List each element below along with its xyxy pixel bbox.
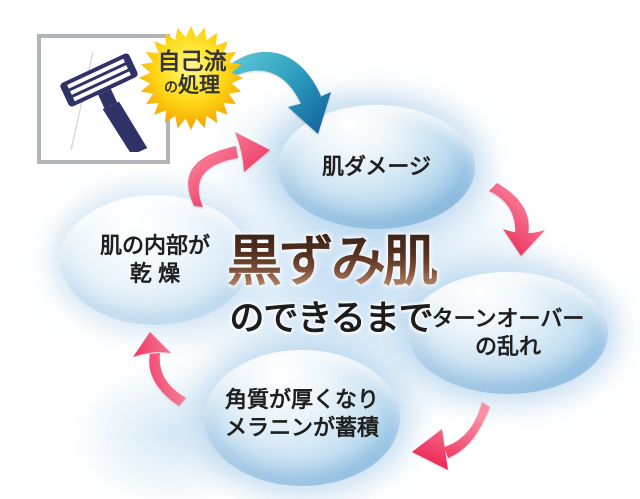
node-label: 肌の内部が <box>99 233 210 258</box>
title-main: 黒ずみ肌 <box>216 234 446 289</box>
burst-label-line2: の処理 <box>164 74 220 97</box>
node-keratin-melanin: 角質が厚くなり メラニンが蓄積 <box>204 350 400 486</box>
pink-curved-arrow-keratin-to-dryness <box>133 332 186 406</box>
title-sub: のできるまで <box>229 299 433 338</box>
node-inner-dryness: 肌の内部が 乾燥 <box>60 195 250 325</box>
burst-label: 自己流 の処理 <box>146 49 238 99</box>
node-label: ターンオーバー <box>431 306 585 331</box>
burst-label-line1: 自己流 <box>157 48 227 74</box>
diagram-title: 黒ずみ肌 のできるまで <box>216 234 446 341</box>
node-label: メラニンが蓄積 <box>224 415 379 440</box>
pink-curved-arrow-dryness-to-damage <box>188 132 270 207</box>
node-label: の乱れ <box>474 334 541 359</box>
node-skin-damage: 肌ダメージ <box>278 105 475 229</box>
node-label: 肌ダメージ <box>322 154 431 179</box>
node-turnover-disorder: ターンオーバー の乱れ <box>408 272 608 394</box>
node-label: 乾燥 <box>129 261 187 286</box>
razor-icon <box>60 51 148 156</box>
node-label: 角質が厚くなり <box>224 387 379 412</box>
pink-curved-arrow-turnover-to-keratin <box>412 402 490 470</box>
pink-curved-arrow-damage-to-turnover <box>489 183 545 256</box>
